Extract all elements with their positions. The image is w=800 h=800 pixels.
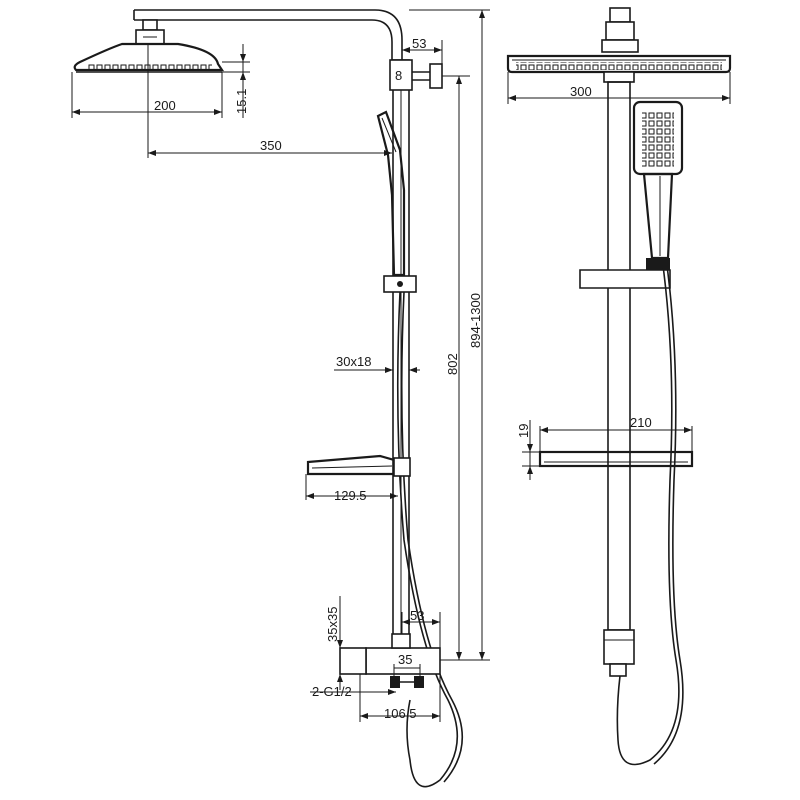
front-nozzles — [516, 62, 722, 70]
dim-rail-section: 30x18 — [336, 354, 371, 369]
side-view: 200 15.1 350 8 53 — [71, 9, 490, 788]
dim-adjustable-height: 894-1300 — [468, 293, 483, 348]
shower-hose — [396, 291, 459, 788]
front-bottom-connector — [603, 629, 635, 665]
soap-shelf-front — [538, 450, 694, 468]
hand-shower-side — [376, 110, 406, 277]
overhead-arm — [134, 9, 403, 60]
dim-head-thickness: 15.1 — [234, 89, 249, 114]
dim-front-shelf-width: 210 — [630, 415, 652, 430]
front-riser-rail — [607, 81, 631, 631]
dim-valve-width: 106.5 — [384, 706, 417, 721]
dim-head-width: 200 — [154, 98, 176, 113]
head-connector — [142, 19, 158, 31]
dim-valve-spacing: 35 — [398, 652, 412, 667]
front-view: 300 210 19 — [506, 7, 732, 766]
wall-flange-top — [429, 63, 443, 89]
dim-front-shelf-height: 19 — [516, 424, 531, 438]
front-slider-holder — [579, 269, 671, 289]
dim-rail-height: 802 — [445, 353, 460, 375]
svg-text:8: 8 — [395, 68, 402, 83]
dim-bracket-offset: 53 — [412, 36, 426, 51]
soap-shelf-side — [306, 454, 396, 476]
rain-head-nozzles — [88, 64, 212, 72]
front-shower-hose — [616, 257, 680, 766]
dim-inlets: 2-G1/2 — [312, 684, 352, 699]
rain-head-front — [506, 54, 732, 74]
dim-valve-body: 35x35 — [325, 607, 340, 642]
dim-shelf-depth: 129.5 — [334, 488, 367, 503]
top-wall-bracket — [389, 59, 413, 91]
dim-front-head-width: 300 — [570, 84, 592, 99]
rain-head-side — [73, 42, 225, 72]
front-top-connector — [609, 7, 631, 23]
dim-valve-offset: 53 — [410, 608, 424, 623]
overhead-arm-inner — [134, 19, 393, 60]
dim-arm-reach: 350 — [260, 138, 282, 153]
mixer-valve-side — [365, 647, 441, 675]
